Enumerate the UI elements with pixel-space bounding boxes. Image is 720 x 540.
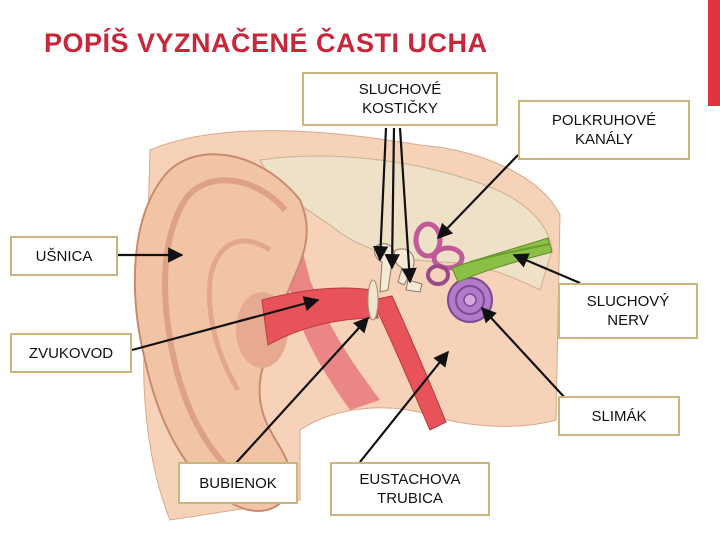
arrow-canal	[131, 296, 320, 352]
label-auditory-nerve: SLUCHOVÝ NERV	[558, 283, 698, 339]
label-cochlea-text: SLIMÁK	[591, 407, 647, 425]
arrow-nerve	[512, 253, 581, 285]
label-ossicles: SLUCHOVÉ KOSTIČKY	[302, 72, 498, 126]
eardrum-shape	[367, 279, 379, 321]
canal-loop-2	[431, 245, 465, 271]
label-eardrum-text: BUBIENOK	[199, 474, 277, 492]
canal-loop-3	[426, 264, 450, 286]
arrow-ossicles-1	[372, 127, 389, 262]
page-title: POPÍŠ VYZNAČENÉ ČASTI UCHA	[44, 28, 488, 58]
arrow-eardrum	[235, 316, 370, 464]
eustachian-tube-shape	[371, 295, 447, 431]
label-auricle: UŠNICA	[10, 236, 118, 276]
pointer-arrows	[118, 127, 581, 464]
label-semicircular-canals: POLKRUHOVÉ KANÁLY	[518, 100, 690, 160]
label-canals-text: POLKRUHOVÉ KANÁLY	[551, 112, 657, 148]
label-ossicles-text: SLUCHOVÉ KOSTIČKY	[358, 81, 442, 117]
accent-bar	[708, 0, 720, 106]
arrow-ossicles-3	[398, 127, 417, 284]
canal-loop-1	[413, 221, 443, 259]
label-eardrum: BUBIENOK	[178, 462, 298, 504]
label-auricle-text: UŠNICA	[35, 247, 93, 265]
label-eustachian-tube: EUSTACHOVA TRUBICA	[330, 462, 490, 516]
arrow-cochlea	[480, 306, 579, 413]
ear-canal-shape	[261, 287, 379, 346]
label-nerve-text: SLUCHOVÝ NERV	[586, 293, 670, 329]
auricle-helix	[162, 177, 288, 473]
label-canal-text: ZVUKOVOD	[28, 344, 114, 362]
ear-illustration	[133, 130, 561, 521]
arrow-eustachian	[359, 350, 449, 463]
arrow-ossicles-2	[384, 127, 400, 270]
auricle-antihelix	[206, 238, 272, 392]
label-eustachian-text: EUSTACHOVA TRUBICA	[359, 471, 461, 507]
label-ear-canal: ZVUKOVOD	[10, 333, 132, 373]
arrow-canals	[436, 154, 519, 240]
label-cochlea: SLIMÁK	[558, 396, 680, 436]
